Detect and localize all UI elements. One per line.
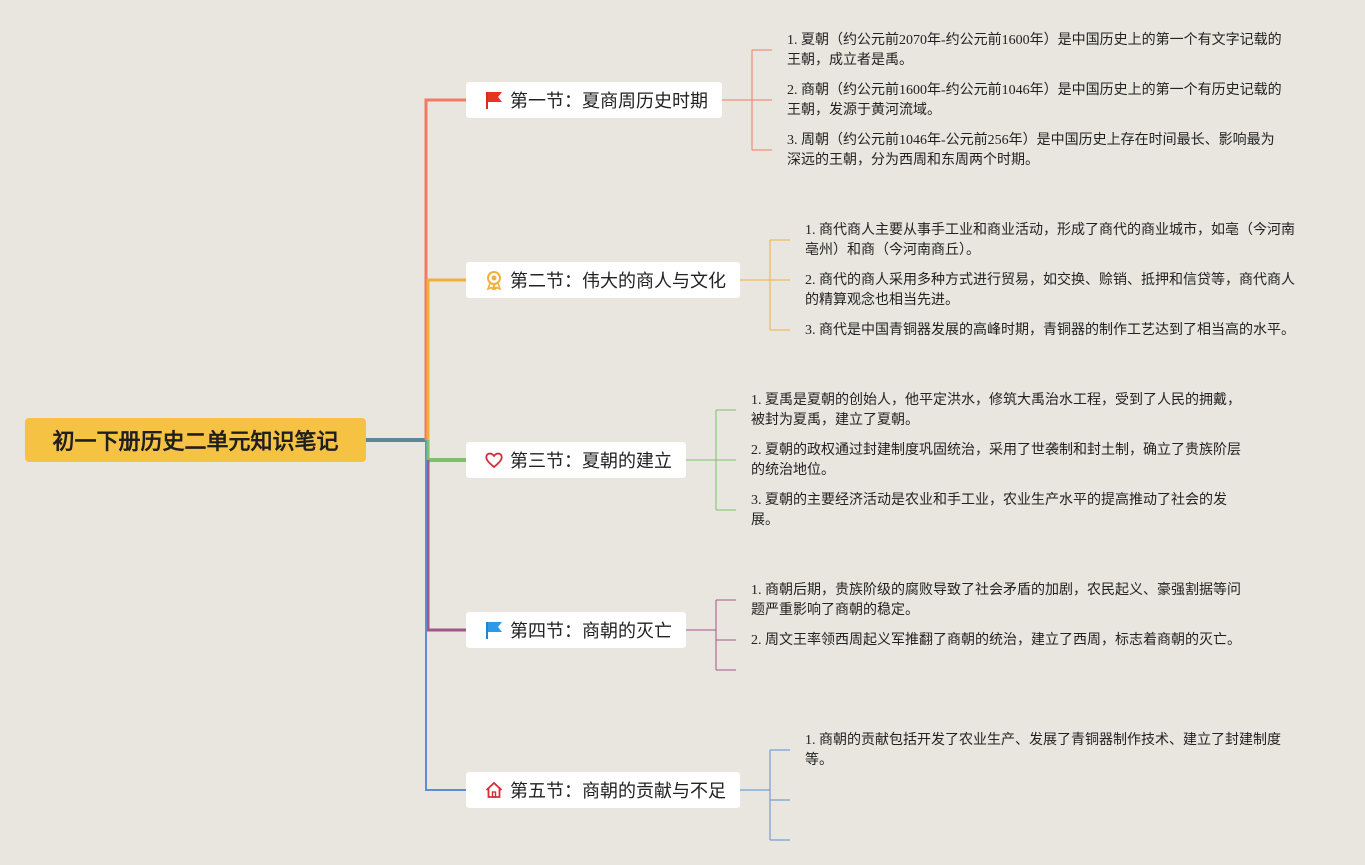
home-icon [484,780,504,800]
section-1-title: 第一节：夏商周历史时期 [510,91,708,112]
section-4-item-2: 2. 周文王率领西周起义军推翻了商朝的统治，建立了西周，标志着商朝的灭亡。 [751,633,1241,648]
section-3-title: 第三节：夏朝的建立 [510,451,672,472]
blue-flag-icon [484,620,504,640]
section-4-title: 第四节：商朝的灭亡 [510,621,672,642]
section-1-item-3: 3. 周朝（约公元前1046年-公元前256年）是中国历史上存在时间最长、影响最… [787,133,1275,168]
red-flag-icon [484,90,504,110]
root-topic[interactable]: 初一下册历史二单元知识笔记 [25,418,366,462]
section-4-item-1: 1. 商朝后期，贵族阶级的腐败导致了社会矛盾的加剧，农民起义、豪强割据等问题严重… [751,583,1241,618]
section-1-item-2: 2. 商朝（约公元前1600年-约公元前1046年）是中国历史上的第一个有历史记… [787,83,1282,118]
section-2-node[interactable]: 第二节：伟大的商人与文化 [466,262,740,298]
section-4-node[interactable]: 第四节：商朝的灭亡 [466,612,686,648]
section-2-item-3: 3. 商代是中国青铜器发展的高峰时期，青铜器的制作工艺达到了相当高的水平。 [805,323,1295,338]
section-2-item-2: 2. 商代的商人采用多种方式进行贸易，如交换、赊销、抵押和信贷等，商代商人的精算… [805,273,1295,308]
section-1-node[interactable]: 第一节：夏商周历史时期 [466,82,722,118]
section-2-title: 第二节：伟大的商人与文化 [510,271,726,292]
section-3-node[interactable]: 第三节：夏朝的建立 [466,442,686,478]
section-5-item-1: 1. 商朝的贡献包括开发了农业生产、发展了青铜器制作技术、建立了封建制度等。 [805,733,1281,768]
section-3-item-3: 3. 夏朝的主要经济活动是农业和手工业，农业生产水平的提高推动了社会的发展。 [751,493,1227,528]
section-5-title: 第五节：商朝的贡献与不足 [510,781,726,802]
section-5-node[interactable]: 第五节：商朝的贡献与不足 [466,772,740,808]
section-1-item-1: 1. 夏朝（约公元前2070年-约公元前1600年）是中国历史上的第一个有文字记… [787,33,1282,68]
award-ribbon-icon [484,270,504,290]
root-title: 初一下册历史二单元知识笔记 [52,430,339,455]
section-3-item-1: 1. 夏禹是夏朝的创始人，他平定洪水，修筑大禹治水工程，受到了人民的拥戴，被封为… [751,393,1241,428]
section-3-item-2: 2. 夏朝的政权通过封建制度巩固统治，采用了世袭制和封土制，确立了贵族阶层的统治… [751,443,1241,478]
section-2-item-1: 1. 商代商人主要从事手工业和商业活动，形成了商代的商业城市，如亳（今河南亳州）… [805,223,1295,258]
heart-icon [484,450,504,470]
